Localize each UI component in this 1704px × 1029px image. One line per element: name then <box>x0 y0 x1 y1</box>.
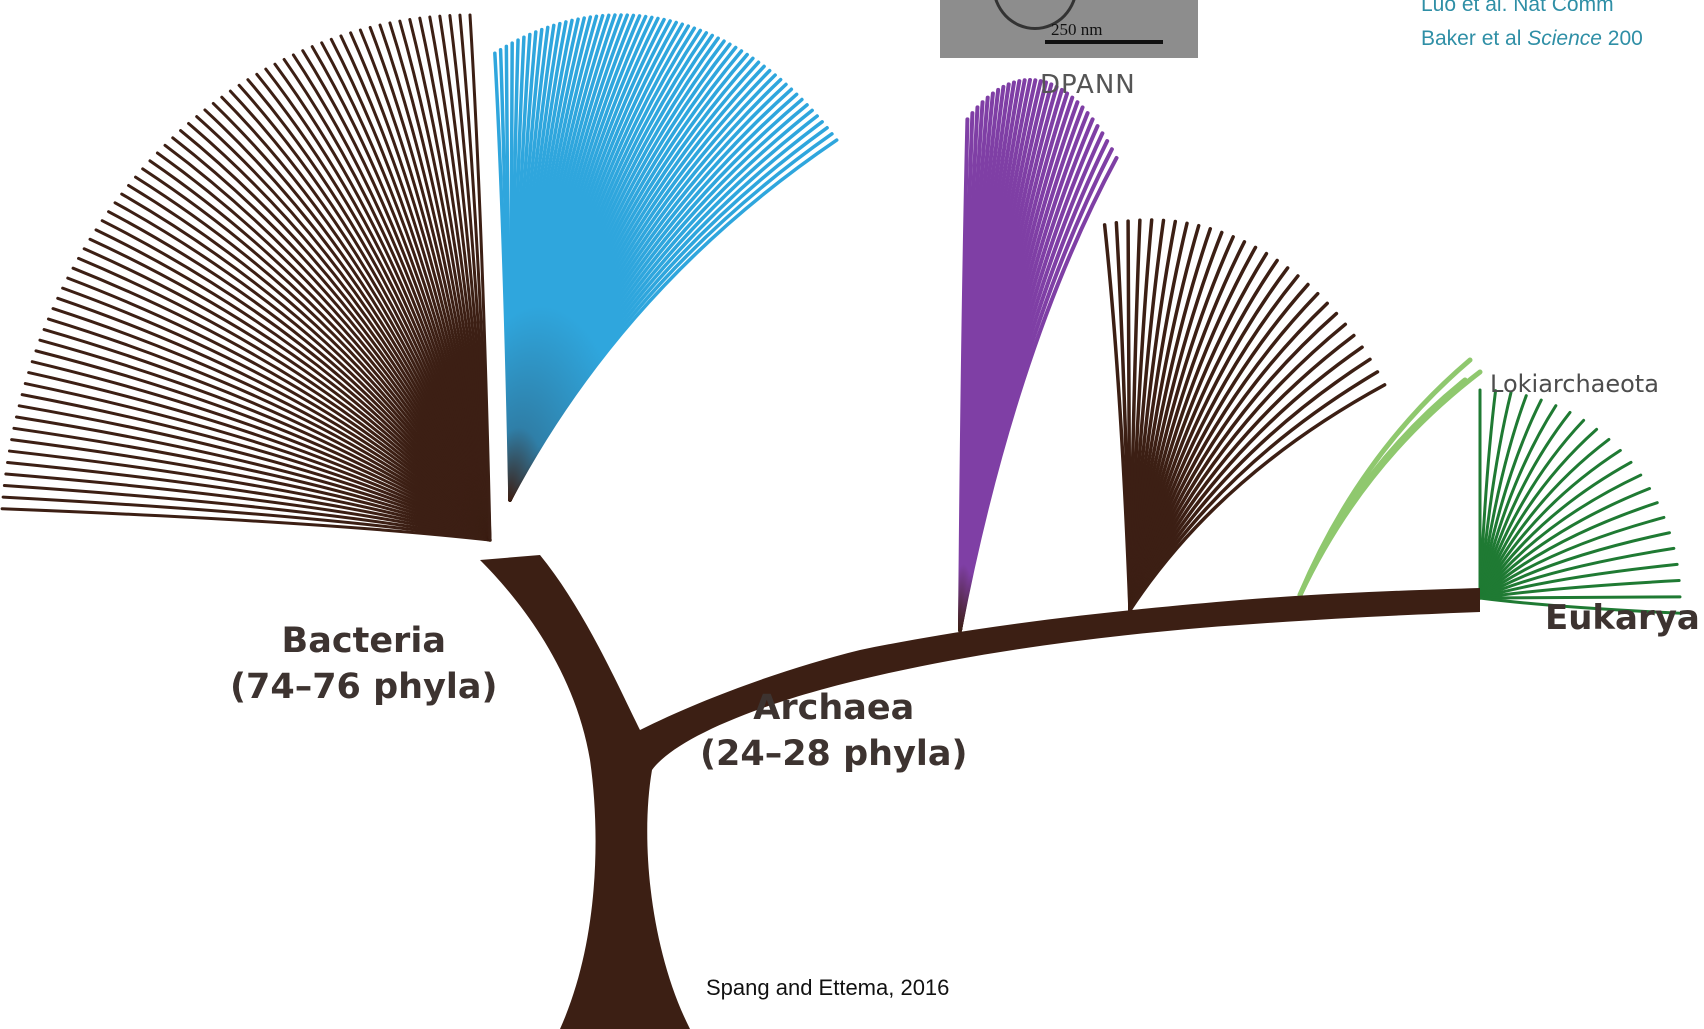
references: Luo et al. Nat Comm Baker et al Science … <box>1421 0 1643 56</box>
cpr-fan <box>495 15 837 500</box>
dpann-label: DPANN <box>1040 70 1136 100</box>
eukarya-fan <box>1480 390 1680 613</box>
archaea-fan <box>1105 220 1385 610</box>
lokiarchaeota-branches <box>1300 360 1480 595</box>
source-credit: Spang and Ettema, 2016 <box>706 975 949 1001</box>
reference-luo: Luo et al. Nat Comm <box>1421 0 1643 22</box>
lokiarchaeota-label: Lokiarchaeota <box>1490 370 1659 398</box>
dpann-fan <box>960 80 1117 630</box>
scale-label: 250 nm <box>1051 20 1102 40</box>
bacteria-label: Bacteria (74–76 phyla) <box>230 618 498 710</box>
tree-trunk <box>480 555 1480 1029</box>
lokiarchaeota-branches-branch <box>1300 380 1465 595</box>
archaea-label: Archaea (24–28 phyla) <box>700 685 968 777</box>
eukarya-label: Eukarya <box>1545 598 1700 638</box>
tree-branches <box>2 15 1680 630</box>
archaea-name: Archaea <box>700 685 968 731</box>
archaea-phyla-count: (24–28 phyla) <box>700 731 968 777</box>
dpann-micrograph: 250 nm <box>940 0 1198 58</box>
bacteria-phyla-count: (74–76 phyla) <box>230 664 498 710</box>
scale-bar <box>1045 40 1163 44</box>
bacteria-name: Bacteria <box>230 618 498 664</box>
reference-baker: Baker et al Science 200 <box>1421 22 1643 56</box>
bacteria-fan <box>2 15 490 540</box>
